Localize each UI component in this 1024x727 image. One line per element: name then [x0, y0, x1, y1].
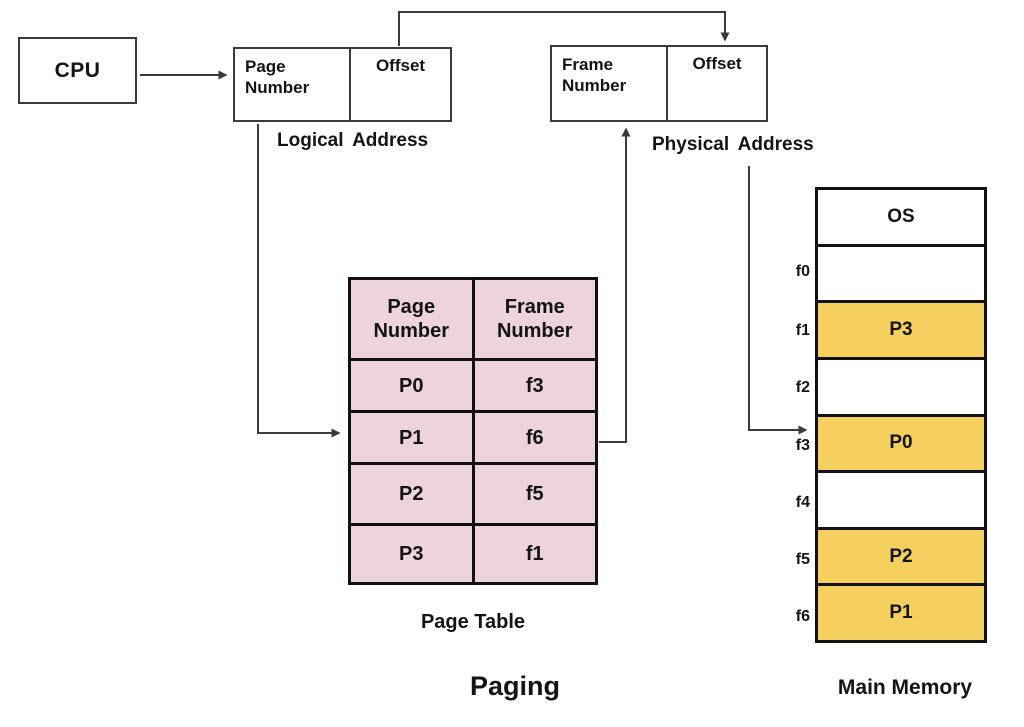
- memory-row-f6: P1: [818, 586, 984, 640]
- cpu-box: CPU: [18, 37, 137, 104]
- memory-row-f4: [818, 473, 984, 527]
- page-table-cell-page: P1: [351, 413, 472, 462]
- page-table-cell-frame: f1: [474, 526, 595, 582]
- memory-row-f0: [818, 246, 984, 301]
- memory-row-f3: P0: [818, 416, 984, 471]
- arrow-offset-to-physical-offset: [398, 11, 730, 46]
- frame-label-f0: f0: [795, 263, 810, 280]
- page-table: Page Number Frame Number P0 f3 P1 f6 P2 …: [348, 277, 598, 585]
- arrow-page-number-to-page-table-p1: [257, 124, 341, 438]
- frame-label-f6: f6: [795, 608, 810, 625]
- page-table-caption: Page Table: [420, 611, 526, 633]
- page-table-header-frame: Frame Number: [474, 280, 595, 358]
- arrow-page-table-f6-to-frame-number: [599, 127, 631, 443]
- frame-label-f1: f1: [795, 322, 810, 339]
- physical-frame-number-field: Frame Number: [562, 55, 627, 96]
- page-table-cell-frame: f5: [474, 465, 595, 523]
- frame-label-f5: f5: [795, 551, 810, 568]
- page-table-cell-page: P2: [351, 465, 472, 523]
- main-memory-caption: Main Memory: [837, 676, 973, 699]
- logical-page-number-field: Page Number: [245, 57, 310, 98]
- page-table-header-page: Page Number: [351, 280, 472, 358]
- page-table-cell-frame: f3: [474, 361, 595, 410]
- memory-row-f2: [818, 359, 984, 414]
- physical-offset-field: Offset: [666, 47, 766, 120]
- memory-row-f1: P3: [818, 303, 984, 357]
- page-table-cell-page: P3: [351, 526, 472, 582]
- memory-row-os: OS: [818, 190, 984, 244]
- logical-address-box: Page Number Offset: [233, 47, 452, 122]
- memory-row-f5: P2: [818, 529, 984, 584]
- logical-offset-field: Offset: [349, 49, 450, 120]
- frame-label-f2: f2: [795, 379, 810, 396]
- diagram-title: Paging: [469, 671, 560, 701]
- page-table-cell-frame: f6: [474, 413, 595, 462]
- logical-address-caption: Logical Address: [277, 130, 429, 151]
- page-table-cell-page: P0: [351, 361, 472, 410]
- main-memory: OS P3 P0 P2 P1: [815, 187, 987, 643]
- cpu-label: CPU: [54, 58, 101, 82]
- frame-label-f3: f3: [795, 437, 810, 454]
- physical-address-box: Frame Number Offset: [550, 45, 768, 122]
- frame-label-f4: f4: [795, 494, 810, 511]
- physical-address-caption: Physical Address: [652, 134, 814, 155]
